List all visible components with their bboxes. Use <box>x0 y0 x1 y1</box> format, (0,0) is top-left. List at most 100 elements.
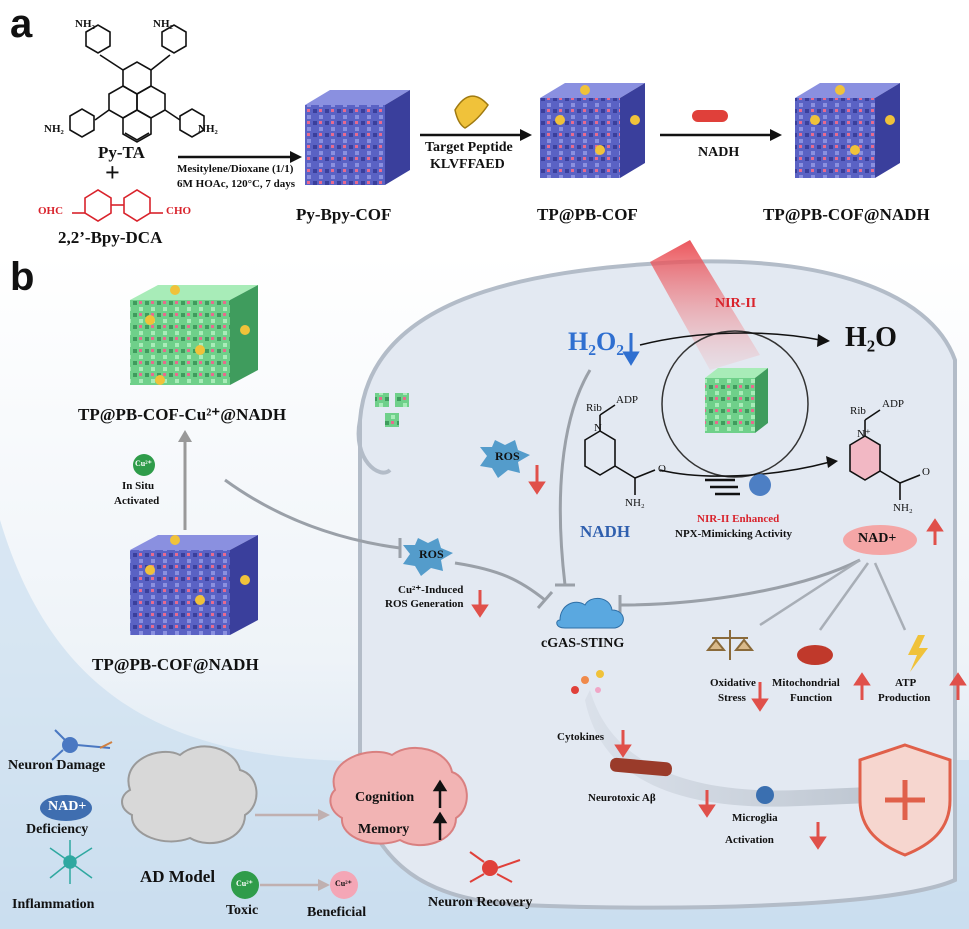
ros-label-cu: ROS <box>419 547 444 561</box>
adp-label-nadh: ADP <box>616 394 639 406</box>
cgas-sting-label: cGAS-STING <box>541 636 625 651</box>
ad-model-label: AD Model <box>140 867 216 886</box>
speed-lines-icon <box>705 478 740 496</box>
shield-icon <box>858 743 952 857</box>
neurotoxic-label: Neurotoxic Aβ <box>588 792 656 804</box>
cu-induced-label: Cu²⁺-Induced <box>398 584 464 596</box>
tp-pb-cof-nadh-cube <box>795 83 900 178</box>
nad-plus-label: NAD+ <box>858 531 897 546</box>
inhibit-line-left <box>224 478 402 558</box>
cho-right: CHO <box>166 205 192 217</box>
py-ta-structure <box>69 24 205 143</box>
nir-beam <box>650 240 760 370</box>
brain-healthy-icon <box>329 746 468 847</box>
py-bpy-cof-label: Py-Bpy-COF <box>296 205 392 224</box>
panel-b-label: b <box>10 255 35 299</box>
py-bpy-cof-cube <box>305 90 410 185</box>
microglia-label: Microglia <box>732 812 778 824</box>
brain-diseased-icon <box>121 745 258 845</box>
downstream-flow <box>585 690 900 815</box>
red-indicators <box>471 465 967 850</box>
npx-activity-label: NPX-Mimicking Activity <box>675 528 793 540</box>
function-label: Function <box>790 692 833 704</box>
neuron-recovery-icon <box>469 851 521 883</box>
catalysis-circle <box>661 330 809 478</box>
bpy-dca-label: 2,2’-Bpy-DCA <box>58 228 163 247</box>
py-ta-label: Py-TA <box>98 143 145 162</box>
condition-line-1: Mesitylene/Dioxane (1/1) <box>177 163 294 175</box>
tp-pb-cof-nadh-label: TP@PB-COF@NADH <box>763 205 930 224</box>
ros-star-cu <box>403 538 453 576</box>
nh2-label-1: NH₂ <box>75 18 95 30</box>
h2o2-arc <box>639 332 821 346</box>
nad-plus-oval <box>843 525 917 555</box>
lightning-icon <box>908 635 928 672</box>
neuron-damage-label: Neuron Damage <box>8 758 106 773</box>
nh2-label-2: NH₂ <box>153 18 173 30</box>
n-plus-label: N⁺ <box>857 428 871 440</box>
production-label: Production <box>878 692 931 704</box>
tp-pb-cof-label: TP@PB-COF <box>537 205 638 224</box>
peptide-icon <box>454 95 489 129</box>
ros-generation-label: ROS Generation <box>385 598 464 610</box>
nadh-cof-label-b: TP@PB-COF@NADH <box>92 655 259 674</box>
nad-plus-structure <box>849 409 921 500</box>
nadh-label: NADH <box>580 522 631 541</box>
nadh-cof-cube-b <box>130 535 258 635</box>
cu-beneficial-text: Cu²⁺ <box>335 879 352 888</box>
bpy-dca-structure <box>72 189 163 222</box>
oxidative-label: Oxidative <box>710 677 756 689</box>
nad-deficiency-badge-text: NAD+ <box>48 799 87 814</box>
activation-label: Activation <box>725 834 774 846</box>
stress-label: Stress <box>718 692 746 704</box>
mitochondrial-label: Mitochondrial <box>772 677 840 689</box>
cytokine-dots <box>571 670 604 694</box>
o-label-nadh: O <box>658 463 666 475</box>
neuron-recovery-label: Neuron Recovery <box>428 895 533 910</box>
activation-arrow <box>178 430 192 530</box>
cgas-sting-icon <box>556 597 624 629</box>
small-cof-1 <box>375 393 389 407</box>
peptide-sequence-label: KLVFFAED <box>430 157 505 172</box>
activated-label: Activated <box>114 495 160 507</box>
cu-badge-text: Cu²⁺ <box>135 459 152 468</box>
nadh-arc <box>659 461 831 477</box>
scale-icon <box>705 630 755 660</box>
runner-icon <box>749 474 771 496</box>
nh2-label-nadh: NH₂ <box>625 497 645 509</box>
cu-toxic-text: Cu²⁺ <box>236 879 253 888</box>
nir-enhanced-label: NIR-II Enhanced <box>697 513 780 525</box>
nadh-arrow-label: NADH <box>698 145 740 160</box>
h2o-label: H₂O <box>845 322 897 353</box>
cu-badge <box>133 454 155 476</box>
nh2-label-3: NH₂ <box>44 123 64 135</box>
ros-label-cell: ROS <box>495 449 520 463</box>
cu-cof-cube <box>130 285 258 385</box>
h2o2-inhibit <box>555 369 592 587</box>
microglia-icon <box>756 786 774 804</box>
h2o2-down-arrow <box>622 333 640 366</box>
plus-sign: + <box>105 158 120 187</box>
inflammation-icon <box>49 840 93 884</box>
nad-inhibit <box>618 558 861 615</box>
panel-a-label: a <box>10 2 33 46</box>
tp-pb-cof-cube <box>540 83 645 178</box>
cu-toxic-badge <box>231 871 259 899</box>
rib-label-nad: Rib <box>850 405 866 417</box>
nadh-capsule-icon <box>692 110 728 122</box>
cognition-label: Cognition <box>355 790 415 805</box>
small-cof-2 <box>395 393 409 407</box>
condition-line-2: 6M HOAc, 120°C, 7 days <box>177 178 296 190</box>
cell-cof-cube <box>705 368 768 433</box>
reaction-arrow-3 <box>660 129 782 141</box>
nh2-label-nad: NH₂ <box>893 502 913 514</box>
nir-ii-label: NIR-II <box>715 296 757 311</box>
cu-cof-label: TP@PB-COF-Cu²⁺@NADH <box>78 405 287 424</box>
amyloid-fibril-icon <box>610 757 672 777</box>
inflammation-label: Inflammation <box>12 897 95 912</box>
neuron-damage-icon <box>51 729 113 761</box>
memory-label: Memory <box>358 822 410 837</box>
toxic-label: Toxic <box>226 903 259 918</box>
mitochondria-icon <box>797 645 833 665</box>
